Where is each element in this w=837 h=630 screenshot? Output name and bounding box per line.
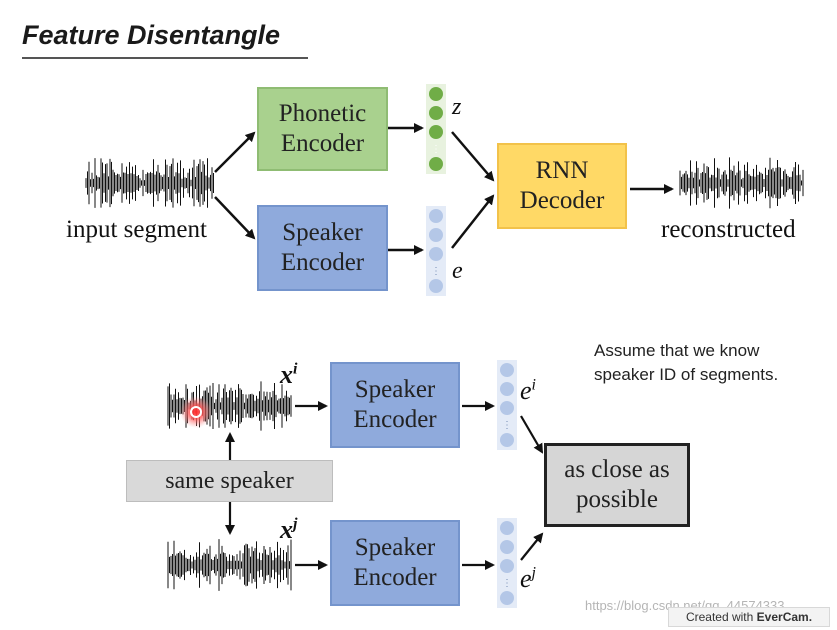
cursor-dot	[190, 406, 202, 418]
same-speaker-box: same speaker	[126, 460, 333, 502]
waveform-xj	[167, 539, 292, 591]
xi-sup: i	[293, 360, 298, 378]
e-vector: ⋮	[426, 206, 446, 296]
svg-text:⋮: ⋮	[431, 144, 441, 155]
speaker-encoder-i-line2: Encoder	[353, 406, 437, 433]
z-label: z	[452, 94, 462, 120]
speaker-encoder-i-line1: Speaker	[354, 376, 436, 403]
speaker-encoder-box: Speaker Encoder	[257, 205, 388, 291]
speaker-encoder-box-i: Speaker Encoder	[330, 362, 460, 448]
e-label: e	[452, 258, 463, 284]
as-close-as-possible-box: as close as possible	[544, 443, 690, 527]
svg-text:⋮: ⋮	[502, 578, 512, 589]
waveform-path	[85, 158, 214, 208]
arrow-z-to-decoder	[451, 131, 495, 182]
same-speaker-label: same speaker	[165, 467, 294, 494]
slide-title: Feature Disentangle	[22, 20, 281, 50]
arrow-ej-to-close	[520, 532, 544, 561]
phonetic-encoder-box: Phonetic Encoder	[257, 87, 388, 171]
ei-label: ei	[520, 376, 536, 406]
rnn-decoder-line2: Decoder	[519, 187, 605, 214]
ej-sup: j	[531, 564, 536, 582]
note-line2: speaker ID of segments.	[594, 364, 779, 384]
ej-label: ej	[520, 564, 536, 594]
svg-text:⋮: ⋮	[431, 266, 441, 277]
evercam-badge: Created with EverCam.	[668, 607, 830, 627]
rnn-decoder-box: RNN Decoder	[497, 143, 627, 229]
ej-vector: ⋮	[497, 518, 517, 608]
xj-label: xj	[280, 515, 297, 545]
evercam-brand: EverCam.	[756, 610, 813, 624]
arrow-ei-to-close	[520, 415, 544, 454]
ei-vector: ⋮	[497, 360, 517, 450]
speaker-encoder-line2: Encoder	[280, 249, 365, 276]
note-line1: Assume that we know	[594, 341, 760, 360]
xi-base: x	[280, 360, 293, 389]
speaker-encoder-j-line2: Encoder	[353, 564, 437, 591]
close-line1: as close as	[564, 456, 670, 483]
input-segment-label: input segment	[66, 216, 207, 243]
evercam-prefix: Created with	[685, 610, 754, 624]
ei-base: e	[520, 376, 532, 405]
speaker-encoder-line1: Speaker	[282, 219, 363, 246]
speaker-encoder-box-j: Speaker Encoder	[330, 520, 460, 606]
assumption-note: Assume that we know speaker ID of segmen…	[594, 339, 824, 387]
xj-base: x	[280, 515, 293, 544]
title-underline	[22, 57, 308, 59]
waveform-path	[167, 539, 292, 591]
cursor-highlight	[180, 396, 212, 428]
svg-text:⋮: ⋮	[502, 420, 512, 431]
reconstructed-waveform	[679, 157, 804, 209]
close-line2: possible	[576, 486, 658, 513]
waveform-path	[679, 157, 804, 209]
rnn-decoder-line1: RNN	[535, 157, 589, 184]
input-waveform	[85, 158, 214, 208]
ei-sup: i	[531, 376, 536, 394]
arrow-e-to-decoder	[451, 194, 495, 249]
reconstructed-label: reconstructed	[661, 216, 796, 243]
ej-base: e	[520, 564, 532, 593]
xj-sup: j	[293, 515, 298, 533]
phonetic-encoder-line2: Encoder	[280, 130, 365, 157]
arrow-input-to-speaker	[214, 196, 256, 240]
speaker-encoder-j-line1: Speaker	[354, 534, 436, 561]
phonetic-encoder-line1: Phonetic	[278, 100, 367, 127]
xi-label: xi	[280, 360, 297, 390]
arrow-input-to-phonetic	[214, 131, 256, 173]
z-vector: ⋮	[426, 84, 446, 174]
